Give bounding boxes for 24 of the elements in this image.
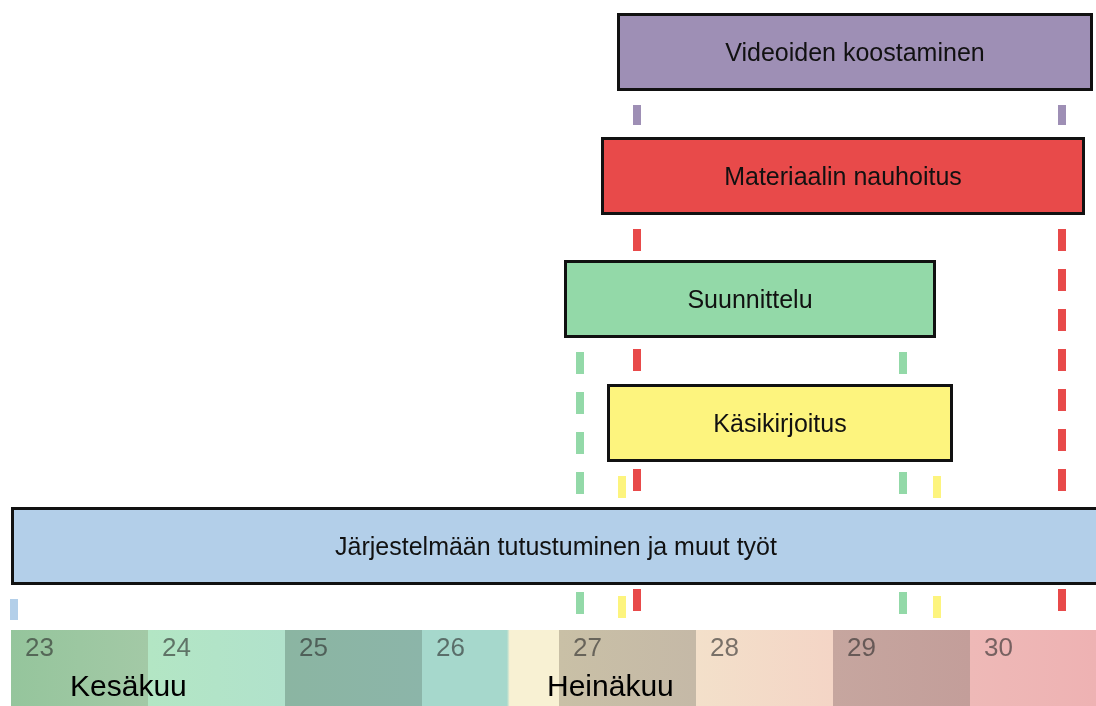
task-bar	[564, 260, 936, 338]
week-number: 26	[436, 633, 465, 661]
task-bar	[11, 507, 1096, 585]
task-label: Videoiden koostaminen	[725, 37, 985, 67]
week-number: 29	[847, 633, 876, 661]
week-number: 24	[162, 633, 191, 661]
task-bar	[607, 384, 953, 462]
week-number: 27	[573, 633, 602, 661]
task-label: Materiaalin nauhoitus	[724, 161, 962, 191]
month-label: Kesäkuu	[70, 669, 187, 703]
task-bar	[601, 137, 1085, 215]
task-label: Järjestelmään tutustuminen ja muut työt	[335, 531, 777, 561]
month-label: Heinäkuu	[547, 669, 674, 703]
week-cell	[285, 630, 422, 706]
task-label: Suunnittelu	[687, 284, 813, 314]
week-number: 30	[984, 633, 1013, 661]
week-number: 25	[299, 633, 328, 661]
week-cell	[970, 630, 1096, 706]
week-number: 23	[25, 633, 54, 661]
week-cell	[833, 630, 970, 706]
week-number: 28	[710, 633, 739, 661]
week-cell	[696, 630, 833, 706]
task-label: Käsikirjoitus	[713, 408, 847, 438]
task-bar	[617, 13, 1093, 91]
